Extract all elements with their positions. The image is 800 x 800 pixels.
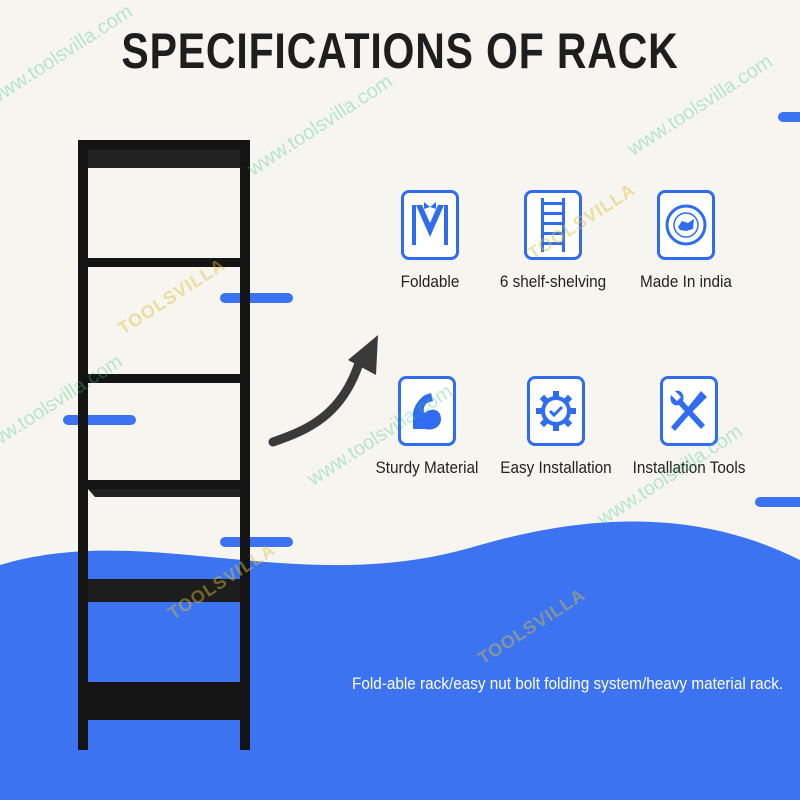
feature-sturdy-material: Sturdy Material <box>352 376 502 478</box>
decorative-dash <box>63 415 136 425</box>
suit-icon <box>401 190 459 260</box>
gear-check-icon <box>527 376 585 446</box>
feature-6-shelf-shelving: 6 shelf-shelving <box>478 190 628 292</box>
feature-label: Installation Tools <box>632 458 746 477</box>
product-caption: Fold-able rack/easy nut bolt folding sys… <box>352 674 784 693</box>
feature-made-in-india: Made In india <box>611 190 761 292</box>
decorative-dash <box>220 293 293 303</box>
page-title: SPECIFICATIONS OF RACK <box>121 23 679 79</box>
flexed-arm-icon <box>398 376 456 446</box>
feature-label: Made In india <box>640 272 732 291</box>
feature-easy-installation: Easy Installation <box>481 376 631 478</box>
feature-label: Easy Installation <box>500 458 612 477</box>
feature-foldable: Foldable <box>355 190 505 292</box>
decorative-dash <box>778 112 800 122</box>
feature-installation-tools: Installation Tools <box>614 376 764 478</box>
feature-label: Sturdy Material <box>375 458 479 477</box>
curved-arrow-icon <box>268 335 378 447</box>
feature-label: Foldable <box>400 272 460 291</box>
wrench-screwdriver-icon <box>660 376 718 446</box>
rack-illustration <box>78 140 250 750</box>
decorative-dash <box>755 497 800 507</box>
shelf-icon <box>524 190 582 260</box>
feature-label: 6 shelf-shelving <box>499 272 607 291</box>
decorative-dash <box>220 537 293 547</box>
made-in-india-stamp-icon <box>657 190 715 260</box>
